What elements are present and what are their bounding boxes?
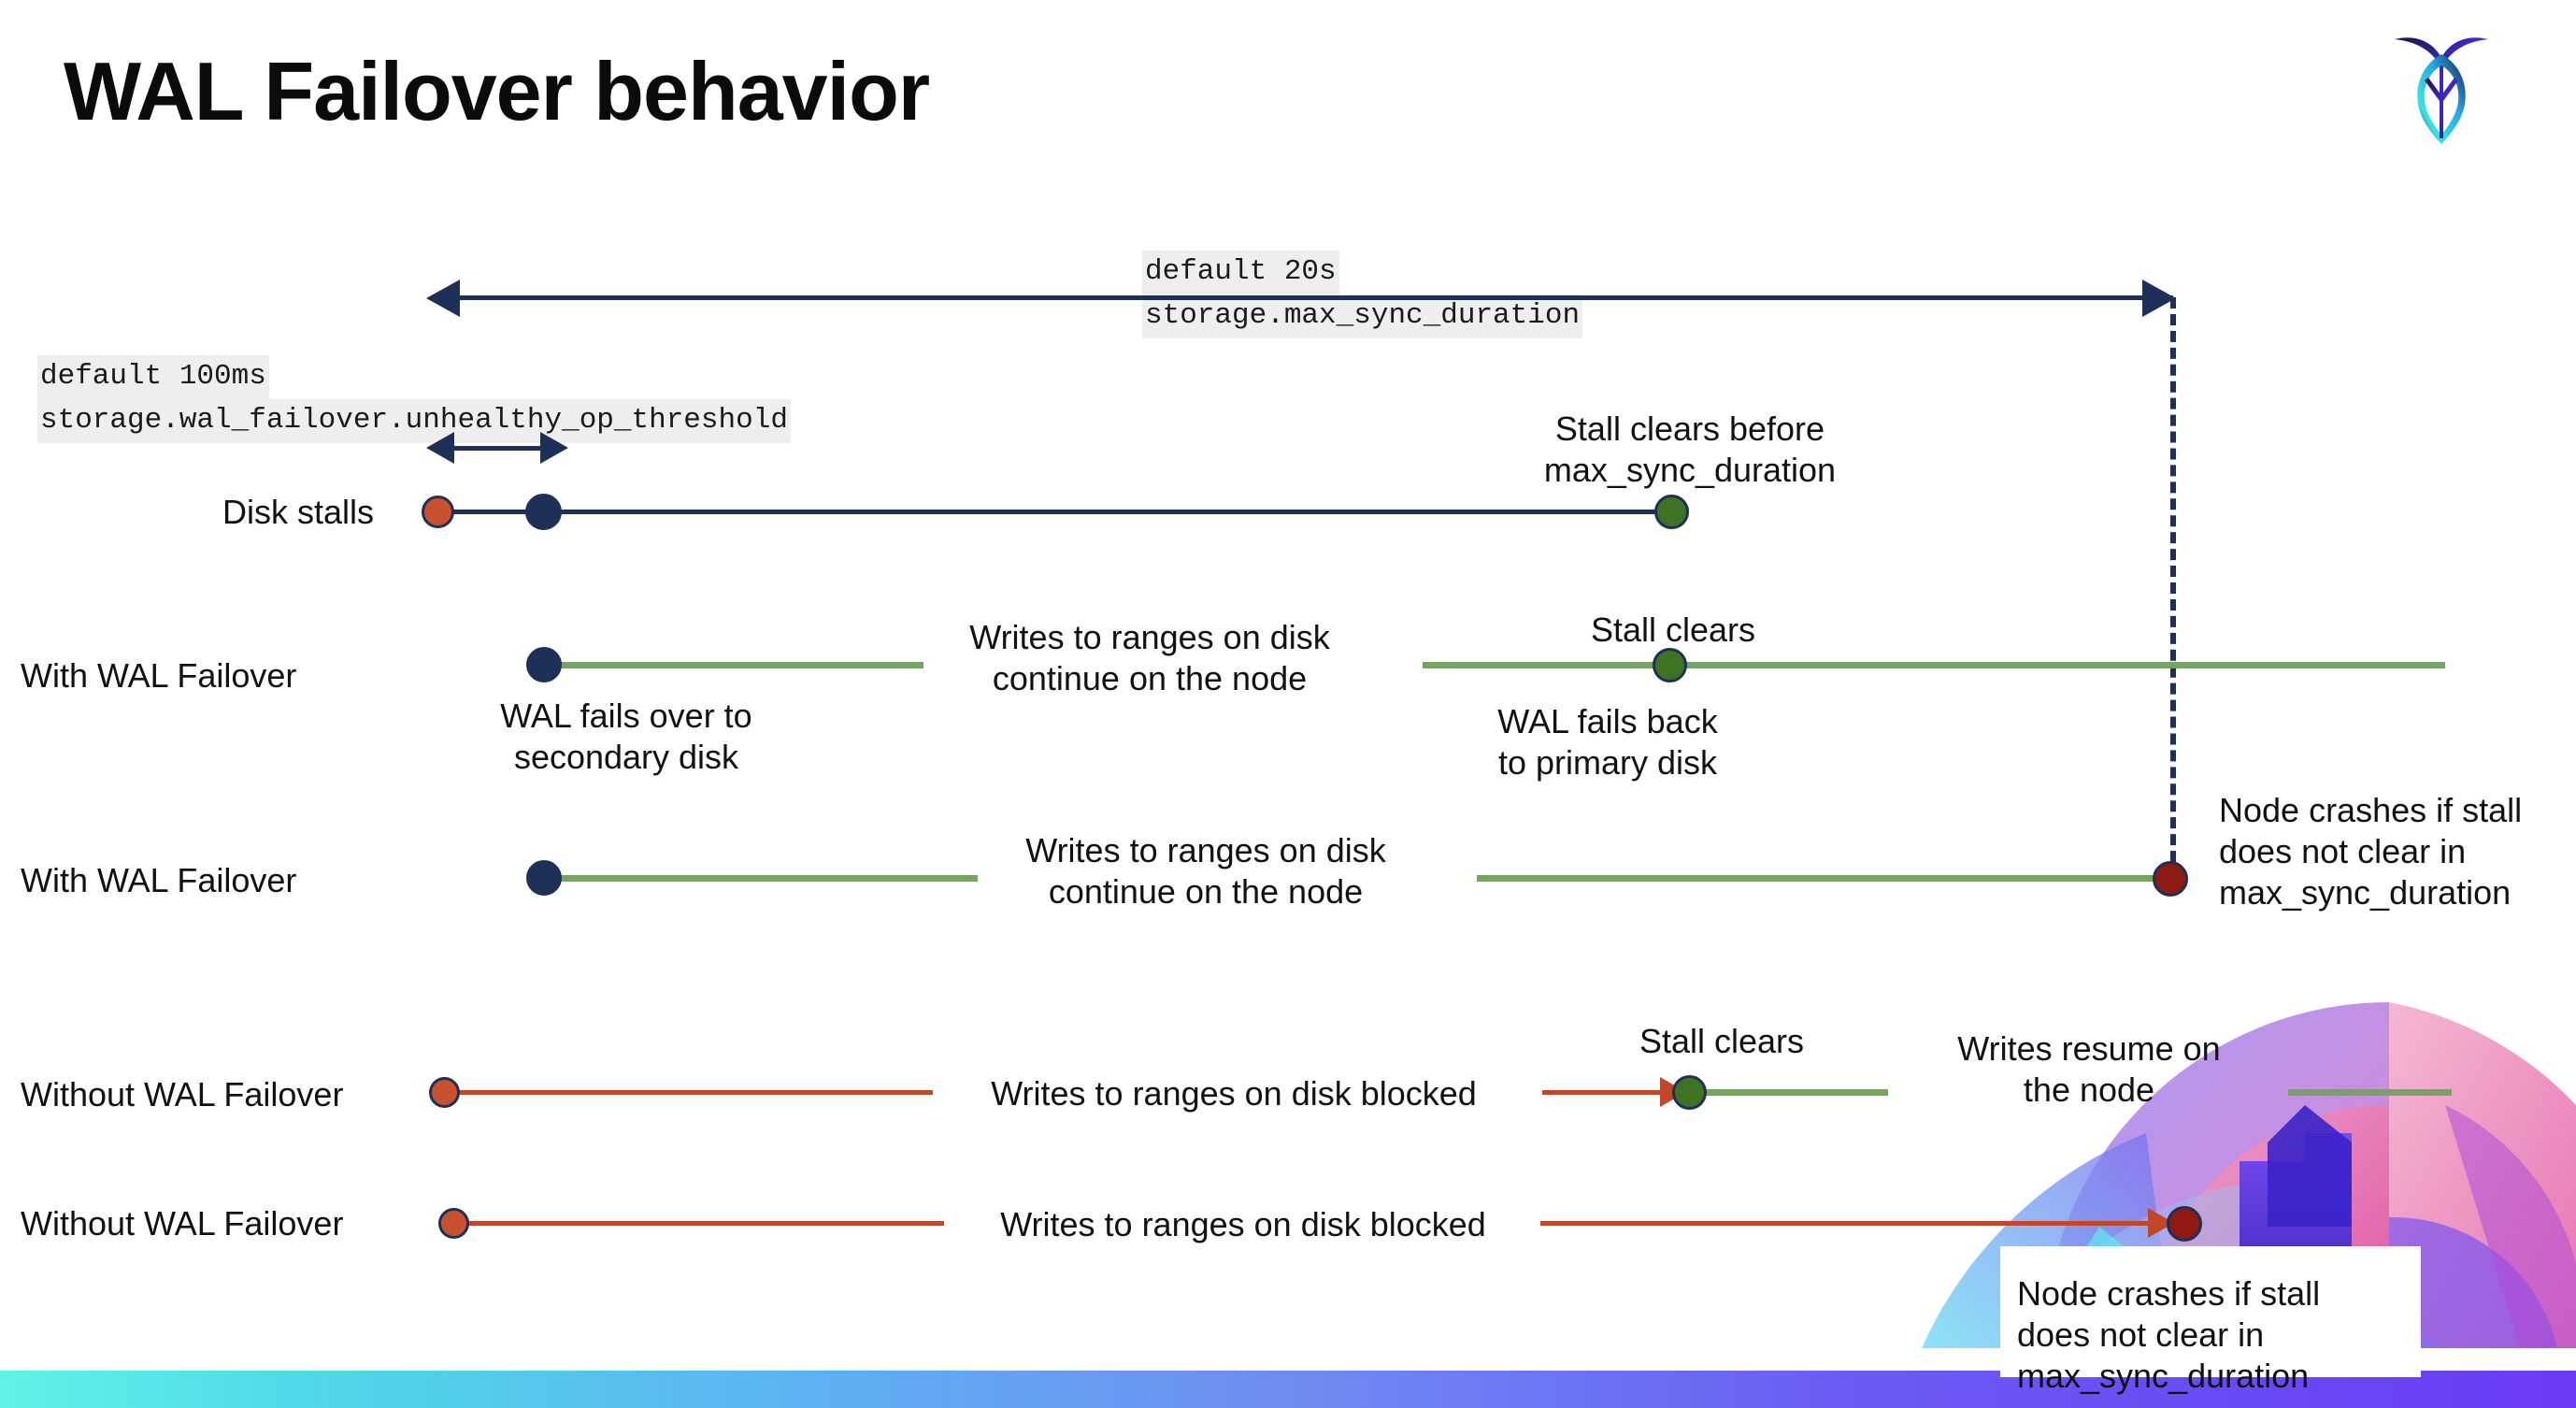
note-writes-blocked-b: Writes to ranges on disk blocked [953, 1204, 1533, 1245]
unhealthy-op-threshold-annotation: default 100ms storage.wal_failover.unhea… [37, 355, 791, 443]
note-writes-resume-line2: the node [2023, 1070, 2155, 1109]
row-label-without-wal-failover-2: Without WAL Failover [21, 1204, 344, 1243]
row-label-with-wal-failover-2: With WAL Failover [21, 861, 297, 899]
wal-failover-1-clear-dot [1653, 648, 1687, 682]
note-stall-clears-b: Stall clears [1581, 1021, 1862, 1062]
without-wal-1-blocked-line-right [1542, 1090, 1673, 1095]
row-label-without-wal-failover-1: Without WAL Failover [21, 1075, 344, 1113]
note-node-crashes-bottom: Node crashes if stall does not clear in … [2017, 1273, 2391, 1397]
wal-failover-1-start-dot [526, 647, 562, 682]
max-sync-duration-annotation: default 20s storage.max_sync_duration [1142, 251, 1583, 338]
note-writes-continue-b-line1: Writes to ranges on disk [1025, 831, 1386, 869]
disk-stall-start-dot [422, 496, 454, 528]
note-node-crashes-bottom-line2: does not clear in [2017, 1315, 2265, 1354]
note-writes-continue-a-line2: continue on the node [992, 658, 1308, 697]
without-wal-2-blocked-line-right [1540, 1221, 2167, 1226]
note-writes-blocked-a: Writes to ranges on disk blocked [944, 1073, 1524, 1114]
note-node-crashes-top-line3: max_sync_duration [2219, 872, 2512, 912]
note-writes-resume: Writes resume on the node [1916, 1028, 2262, 1111]
wal-failover-1-segment-right [1423, 662, 2445, 668]
note-wal-fails-back-line2: to primary disk [1497, 742, 1718, 782]
unhealthy-op-arrow-right-icon [540, 432, 568, 464]
note-stall-clears-before-line1: Stall clears before [1554, 409, 1825, 448]
disk-stall-failover-dot [525, 494, 562, 530]
note-wal-fails-over: WAL fails over to secondary disk [439, 696, 813, 778]
max-sync-duration-span-line [458, 295, 2173, 300]
note-node-crashes-top: Node crashes if stall does not clear in … [2219, 790, 2574, 913]
note-node-crashes-top-line2: does not clear in [2219, 831, 2467, 870]
unhealthy-op-default: default 100ms [37, 355, 269, 399]
row-label-with-wal-failover-1: With WAL Failover [21, 656, 297, 695]
wal-failover-1-segment-left [540, 662, 923, 668]
without-wal-2-start-dot [438, 1208, 469, 1239]
without-wal-1-clear-dot [1672, 1075, 1707, 1110]
unhealthy-op-span-line [451, 446, 544, 451]
max-sync-arrow-left-icon [426, 280, 460, 317]
page-title: WAL Failover behavior [64, 45, 930, 137]
without-wal-1-start-dot [429, 1077, 460, 1108]
note-writes-continue-a: Writes to ranges on disk continue on the… [944, 617, 1355, 699]
note-writes-blocked-b-line1: Writes to ranges on disk blocked [1000, 1205, 1486, 1243]
note-writes-continue-b: Writes to ranges on disk continue on the… [1000, 830, 1411, 912]
wal-failover-2-segment-left [540, 875, 978, 882]
without-wal-2-blocked-line-left [458, 1221, 944, 1226]
note-node-crashes-bottom-line3: max_sync_duration [2017, 1356, 2310, 1395]
without-wal-1-resume-segment-2 [2288, 1089, 2452, 1096]
without-wal-1-resume-segment [1701, 1089, 1888, 1096]
note-wal-fails-back: WAL fails back to primary disk [1411, 701, 1804, 783]
note-stall-clears-a-line1: Stall clears [1590, 611, 1756, 649]
unhealthy-op-setting: storage.wal_failover.unhealthy_op_thresh… [37, 398, 791, 443]
without-wal-1-blocked-line-left [447, 1090, 933, 1095]
disk-stall-clear-dot [1654, 495, 1689, 529]
note-writes-resume-line1: Writes resume on [1957, 1029, 2221, 1068]
max-sync-setting: storage.max_sync_duration [1142, 294, 1583, 338]
note-wal-fails-back-line1: WAL fails back [1497, 702, 1718, 740]
cockroachdb-logo [2389, 26, 2494, 146]
without-wal-2-crash-dot [2167, 1206, 2202, 1242]
note-writes-continue-a-line1: Writes to ranges on disk [969, 618, 1330, 656]
note-wal-fails-over-line2: secondary disk [513, 737, 739, 776]
note-stall-clears-a: Stall clears [1533, 610, 1813, 651]
note-node-crashes-bottom-line1: Node crashes if stall [2017, 1274, 2321, 1313]
disk-stalls-timeline [437, 510, 1681, 514]
note-stall-clears-b-line1: Stall clears [1639, 1022, 1805, 1060]
note-writes-blocked-a-line1: Writes to ranges on disk blocked [991, 1074, 1477, 1113]
note-node-crashes-top-line1: Node crashes if stall [2219, 791, 2523, 829]
note-stall-clears-before: Stall clears before max_sync_duration [1522, 409, 1858, 491]
note-wal-fails-over-line1: WAL fails over to [500, 697, 752, 735]
wal-failover-2-start-dot [526, 860, 562, 896]
wal-failover-2-segment-right [1477, 875, 2168, 882]
note-writes-continue-b-line2: continue on the node [1048, 871, 1364, 911]
unhealthy-op-arrow-left-icon [426, 432, 454, 464]
max-sync-default: default 20s [1142, 251, 1339, 295]
max-sync-duration-dashed-guide [2170, 297, 2176, 879]
note-stall-clears-before-line2: max_sync_duration [1543, 450, 1837, 489]
wal-failover-2-crash-dot [2153, 861, 2188, 897]
row-label-disk-stalls: Disk stalls [222, 493, 375, 531]
